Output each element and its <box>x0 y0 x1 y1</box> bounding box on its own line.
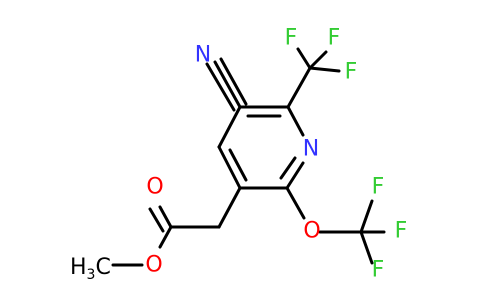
ocf3-fluorine-1-label: F <box>372 175 385 200</box>
bond-n1-c2 <box>286 105 305 137</box>
bond-c2-cf3 <box>286 66 312 109</box>
trifluoromethoxy-group <box>285 186 386 265</box>
ocf3-fluorine-3-label: F <box>372 258 385 283</box>
bond-c6-n1-inner <box>279 156 297 180</box>
bond-cf3-f2 <box>308 50 328 70</box>
bond-carbonyl-o1 <box>158 205 173 229</box>
methyl-carbon: C <box>95 255 110 280</box>
ring-nitrogen-label: N <box>303 137 319 162</box>
bond-c6-o <box>285 186 306 220</box>
methyl-label: H3C <box>70 255 111 283</box>
bond-ocf3-f1 <box>359 199 374 234</box>
pyridine-ring <box>217 105 305 190</box>
bond-cf3-f1 <box>296 47 312 70</box>
nitrile-nitrogen-label: N <box>195 43 211 68</box>
bond-c6-n1 <box>285 161 305 190</box>
bond-nitrile-1 <box>213 60 242 109</box>
ocf3-fluorine-2-label: F <box>395 219 408 244</box>
bond-carbonyl-o2 <box>148 207 165 233</box>
methyl-hydrogen: H <box>70 255 87 280</box>
bond-cf3-f3 <box>308 66 341 73</box>
bond-nitrile-2 <box>205 62 236 112</box>
bond-c4-c5-inner <box>228 148 248 182</box>
bond-nitrile-3 <box>219 57 248 106</box>
bond-c4-c5 <box>217 145 242 190</box>
ocf3-oxygen-label: O <box>303 219 320 244</box>
bond-c5-ch2 <box>217 186 242 229</box>
bond-c3-c4 <box>217 105 242 149</box>
nitrile-group <box>205 57 248 112</box>
bond-carbonyl-ester-o <box>158 225 173 249</box>
trifluoromethyl-group <box>286 47 341 109</box>
carbonyl-oxygen-label: O <box>146 175 163 200</box>
cf3-fluorine-2-label: F <box>328 26 341 51</box>
cf3-fluorine-3-label: F <box>345 60 358 85</box>
methyl-subscript: 3 <box>87 267 96 283</box>
ester-oxygen-label: O <box>145 253 162 278</box>
bond-ocf3-f3 <box>359 230 374 265</box>
cf3-fluorine-1-label: F <box>285 26 298 51</box>
methyl-acetate-chain <box>111 186 242 267</box>
